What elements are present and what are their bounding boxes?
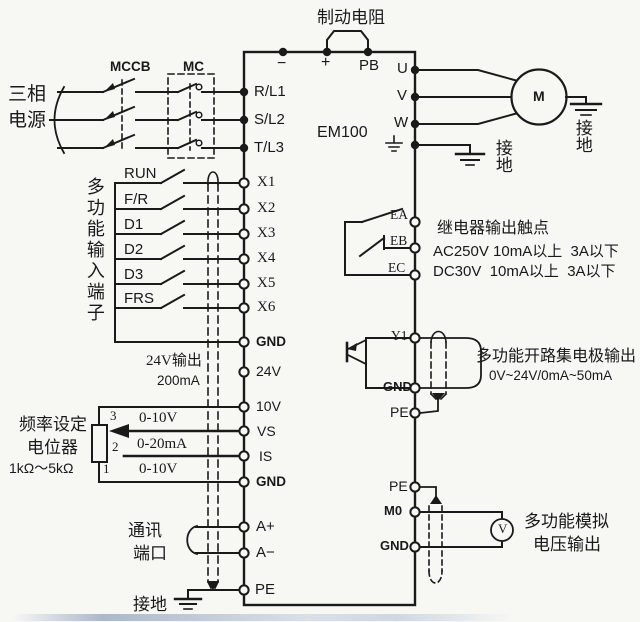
terminal-label-tl3: T/L3 [254, 139, 285, 156]
voltmeter-letter: V [498, 521, 508, 536]
terminal-label-10v: 10V [256, 398, 281, 414]
wire-label-0-20ma: 0-20mA [137, 436, 187, 452]
inverter-model-label: EM100 [317, 124, 368, 141]
switch-label-frs: FRS [124, 290, 154, 307]
terminal-label-w: W [394, 114, 409, 131]
relay-ea-contact [344, 207, 404, 224]
switch-label-run: RUN [124, 165, 157, 182]
terminal-label-pe-y1: PE [390, 404, 409, 420]
pot-label-2: 电位器 [27, 438, 78, 457]
relay-title: 继电器输出触点 [437, 220, 550, 237]
terminal-label-x2: X2 [257, 200, 276, 216]
terminal-label-x4: X4 [257, 250, 276, 266]
24v-output-label: 24V输出 [146, 353, 202, 369]
terminal-label-rl1: R/L1 [254, 83, 286, 100]
pot-pin-2: 2 [112, 439, 119, 454]
voltmeter-circle [490, 518, 514, 542]
shield-cable-m0 [428, 505, 443, 572]
collector-spec: 0V~24V/0mA~50mA [489, 368, 613, 383]
comm-label-2: 端口 [133, 544, 167, 563]
input-switch-arms [159, 168, 186, 310]
pot-wiper-arrow [109, 424, 129, 438]
three-phase-label-2: 电源 [8, 110, 47, 131]
terminal-label-minus: − [277, 55, 287, 72]
terminal-label-gnd-1: GND [256, 334, 286, 349]
shield-drain-arrow-m0 [430, 495, 442, 504]
terminal-label-ea: EA [390, 207, 408, 222]
terminal-label-ec: EC [388, 260, 406, 275]
terminal-label-y1: Y1 [391, 328, 408, 343]
pot-range-label: 1kΩ～5kΩ [9, 460, 74, 476]
mc-label: MC [183, 59, 204, 74]
mccb-label: MCCB [110, 59, 151, 74]
comm-label-1: 通讯 [128, 521, 162, 540]
mc-box [167, 73, 215, 159]
terminal-label-pb: PB [359, 57, 380, 74]
terminal-label-x1: X1 [257, 174, 276, 190]
terminal-label-pe-m0: PE [389, 478, 408, 494]
terminal-label-gnd-2: GND [256, 474, 286, 489]
terminal-label-is: IS [259, 448, 273, 464]
mc-contacts [176, 82, 198, 150]
pot-label-1: 频率设定 [19, 415, 87, 434]
shield-loop [207, 171, 219, 185]
potentiometer-body [91, 424, 108, 463]
terminal-label-gnd-m0: GND [380, 538, 409, 553]
brake-resistor-label: 制动电阻 [317, 8, 385, 27]
pot-pin-1: 1 [103, 461, 110, 476]
shield-cable-left [207, 183, 219, 583]
terminal-label-sl2: S/L2 [254, 111, 285, 128]
switch-label-d2: D2 [124, 241, 144, 258]
terminal-label-u: U [397, 60, 408, 77]
relay-spec-ac: AC250V 10mA以上 3A以下 [433, 243, 619, 260]
wire-label-0-10v-b: 0-10V [139, 461, 178, 477]
motor-letter: M [533, 88, 545, 104]
24v-current-label: 200mA [157, 373, 200, 388]
switch-label-d3: D3 [124, 266, 144, 283]
terminal-label-a-minus: A− [256, 544, 275, 561]
shield-drain-arrow-left [207, 581, 219, 590]
terminal-label-x5: X5 [257, 275, 276, 291]
earth-label-bottom: 接地 [133, 595, 167, 614]
bottom-accent-band [0, 614, 640, 621]
terminal-label-plus: + [321, 54, 331, 71]
motor-ground-label: 接地 [572, 119, 592, 153]
terminal-label-gnd-y1: GND [383, 379, 412, 394]
relay-spec-dc: DC30V 10mA以上 3A以下 [433, 263, 616, 280]
terminal-label-v: V [397, 87, 408, 104]
chassis-ground-icon [385, 135, 403, 152]
pot-pin-3: 3 [110, 408, 117, 423]
switch-label-fr: F/R [124, 191, 149, 208]
wire-label-0-10v-a: 0-10V [139, 410, 178, 426]
comm-brace [186, 524, 199, 556]
collector-title: 多功能开路集电极输出 [476, 348, 637, 365]
terminal-label-a-plus: A+ [256, 518, 275, 535]
shield-cable-y1 [430, 341, 447, 395]
terminal-label-eb: EB [390, 233, 408, 248]
terminal-label-pe-left: PE [255, 581, 276, 598]
terminal-label-vs: VS [257, 423, 276, 439]
analog-out-label-2: 电压输出 [533, 535, 601, 554]
input-group-label: 多功能输入端子 [84, 177, 105, 324]
shield-drain-arrow-y1 [432, 393, 445, 401]
switch-label-d1: D1 [124, 216, 144, 233]
terminal-label-24v: 24V [256, 363, 281, 379]
terminal-label-m0: M0 [384, 503, 403, 518]
drive-ground-label: 接地 [492, 139, 512, 173]
three-phase-label-1: 三相 [8, 84, 47, 105]
analog-out-label-1: 多功能模拟 [524, 512, 609, 531]
terminal-label-x3: X3 [257, 225, 276, 241]
terminal-label-x6: X6 [257, 299, 276, 315]
transistor-arrow [347, 343, 357, 351]
brake-resistor-symbol [326, 30, 369, 53]
